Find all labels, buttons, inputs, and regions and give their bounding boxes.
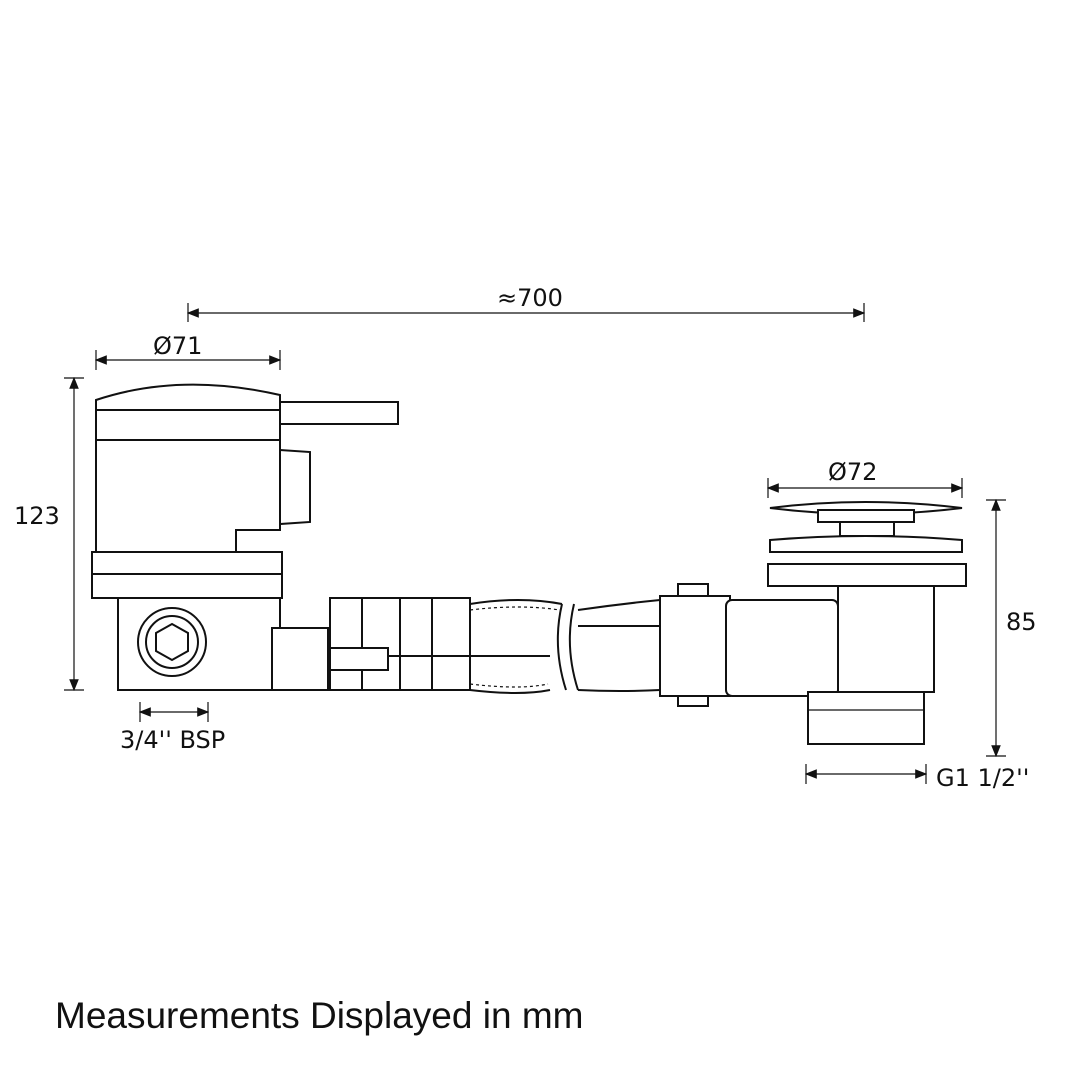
flexible-hose xyxy=(388,599,661,694)
overall-length-label: ≈700 xyxy=(497,284,563,312)
dimension-lines xyxy=(64,303,1006,784)
valve-diameter-label: Ø71 xyxy=(153,332,203,360)
inlet-thread-label: 3/4'' BSP xyxy=(120,726,226,754)
click-clack-waste xyxy=(659,501,967,745)
waste-diameter-label: Ø72 xyxy=(828,458,878,486)
waste-height-label: 85 xyxy=(1006,608,1037,636)
bath-filler-valve xyxy=(91,383,471,691)
valve-height-label: 123 xyxy=(14,502,60,530)
outlet-thread-label: G1 1/2'' xyxy=(936,764,1030,792)
measurement-units-note: Measurements Displayed in mm xyxy=(55,995,584,1036)
